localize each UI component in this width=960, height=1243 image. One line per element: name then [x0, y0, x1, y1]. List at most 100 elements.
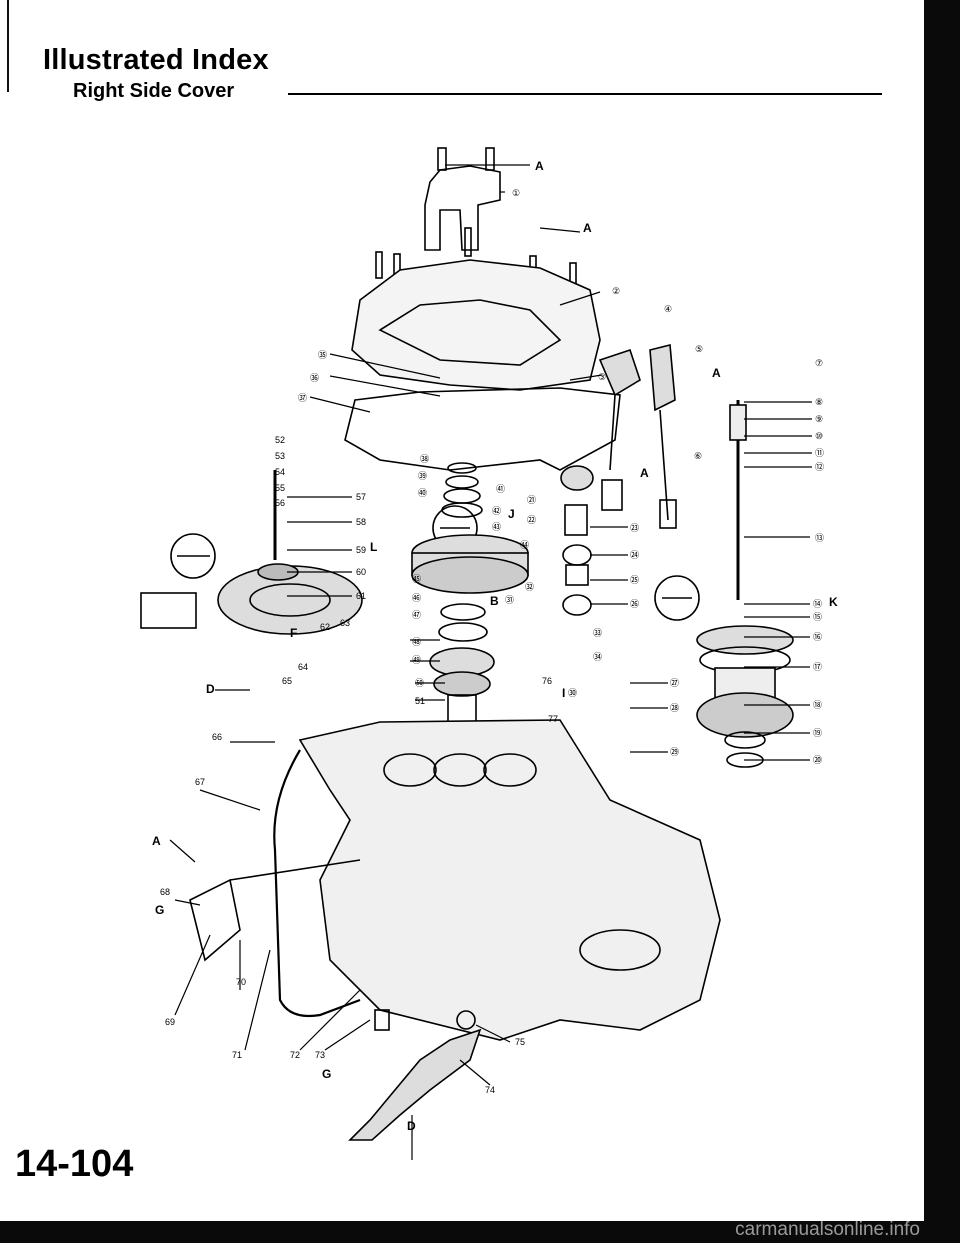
svg-text:I: I	[562, 686, 565, 700]
svg-text:75: 75	[515, 1037, 525, 1047]
svg-text:A: A	[152, 834, 161, 848]
svg-text:㉜: ㉜	[525, 582, 534, 592]
svg-text:56: 56	[275, 498, 285, 508]
left-margin-rule	[7, 0, 9, 92]
svg-text:D: D	[407, 1119, 416, 1133]
svg-text:㉓: ㉓	[630, 523, 639, 533]
svg-text:㉗: ㉗	[670, 678, 679, 688]
svg-text:㊱: ㊱	[310, 373, 319, 383]
svg-text:G: G	[155, 903, 164, 917]
svg-text:66: 66	[212, 732, 222, 742]
svg-text:63: 63	[340, 618, 350, 628]
svg-text:㉘: ㉘	[670, 703, 679, 713]
svg-text:59: 59	[356, 545, 366, 555]
svg-text:㉕: ㉕	[630, 575, 639, 585]
section-subtitle: Right Side Cover	[73, 80, 235, 102]
clip-detail-right	[654, 575, 700, 621]
svg-text:52: 52	[275, 435, 285, 445]
leader-lines	[169, 164, 812, 1160]
sensor-left	[598, 348, 641, 397]
subtitle-rule	[288, 93, 882, 95]
right-gear-lower	[696, 692, 794, 738]
svg-text:L: L	[370, 540, 377, 554]
svg-text:⑫: ⑫	[815, 462, 824, 472]
reference-letters: AAA AA BDD FGG IJK L	[152, 159, 838, 1133]
svg-text:77: 77	[548, 714, 558, 724]
svg-text:72: 72	[290, 1050, 300, 1060]
svg-text:⑥: ⑥	[694, 451, 702, 461]
svg-text:㉚: ㉚	[568, 688, 577, 698]
svg-text:⑱: ⑱	[813, 700, 822, 710]
svg-text:㉛: ㉛	[505, 595, 514, 605]
watermark: carmanualsonline.info	[735, 1219, 920, 1240]
svg-text:③: ③	[598, 372, 606, 382]
svg-text:62: 62	[320, 622, 330, 632]
svg-text:51: 51	[415, 696, 425, 706]
svg-text:㊵: ㊵	[418, 488, 427, 498]
svg-text:68: 68	[160, 887, 170, 897]
svg-text:⑭: ⑭	[813, 599, 822, 609]
svg-text:D: D	[206, 682, 215, 696]
svg-text:⑩: ⑩	[815, 431, 823, 441]
svg-text:⑪: ⑪	[815, 448, 824, 458]
svg-text:A: A	[535, 159, 544, 173]
svg-text:74: 74	[485, 1085, 495, 1095]
svg-text:58: 58	[356, 517, 366, 527]
svg-text:69: 69	[165, 1017, 175, 1027]
top-bracket	[424, 165, 501, 251]
svg-text:57: 57	[356, 492, 366, 502]
svg-text:㊲: ㊲	[298, 393, 307, 403]
svg-text:A: A	[640, 466, 649, 480]
clip-detail-left	[170, 533, 216, 579]
transmission-case	[298, 719, 721, 1041]
right-gear-upper	[696, 625, 794, 655]
svg-text:㉔: ㉔	[630, 550, 639, 560]
svg-text:⑯: ⑯	[813, 632, 822, 642]
svg-text:70: 70	[236, 977, 246, 987]
svg-text:㉖: ㉖	[630, 599, 639, 609]
cooler-pipe	[273, 749, 361, 1018]
svg-text:73: 73	[315, 1050, 325, 1060]
svg-text:㉑: ㉑	[527, 495, 536, 505]
svg-text:㊾: ㊾	[412, 655, 421, 665]
svg-text:①: ①	[512, 188, 520, 198]
svg-text:⑰: ⑰	[813, 662, 822, 672]
svg-text:㊷: ㊷	[492, 506, 501, 516]
right-edge-bar	[924, 0, 960, 1243]
gasket	[344, 387, 621, 471]
svg-text:㉙: ㉙	[670, 747, 679, 757]
svg-text:㉟: ㉟	[318, 350, 327, 360]
svg-text:⑨: ⑨	[815, 414, 823, 424]
svg-text:B: B	[490, 594, 499, 608]
svg-text:J: J	[508, 507, 515, 521]
svg-text:⑦: ⑦	[815, 358, 823, 368]
svg-text:②: ②	[612, 286, 620, 296]
svg-text:㊽: ㊽	[412, 637, 421, 647]
sensor-right	[649, 343, 676, 412]
svg-text:K: K	[829, 595, 838, 609]
svg-text:55: 55	[275, 483, 285, 493]
svg-text:⑤: ⑤	[695, 344, 703, 354]
right-side-cover	[351, 259, 601, 391]
svg-text:G: G	[322, 1067, 331, 1081]
svg-text:61: 61	[356, 591, 366, 601]
svg-text:㊸: ㊸	[492, 522, 501, 532]
svg-text:㊼: ㊼	[412, 610, 421, 620]
page-number: 14-104	[15, 1143, 134, 1185]
svg-text:60: 60	[356, 567, 366, 577]
svg-text:A: A	[712, 366, 721, 380]
svg-text:㉒: ㉒	[527, 515, 536, 525]
svg-text:㉞: ㉞	[593, 652, 602, 662]
svg-text:㊴: ㊴	[418, 471, 427, 481]
svg-text:⑮: ⑮	[813, 612, 822, 622]
svg-text:④: ④	[664, 304, 672, 314]
svg-text:76: 76	[542, 676, 552, 686]
svg-text:㊹: ㊹	[520, 540, 529, 550]
svg-text:A: A	[583, 221, 592, 235]
svg-text:53: 53	[275, 451, 285, 461]
svg-text:64: 64	[298, 662, 308, 672]
svg-text:54: 54	[275, 467, 285, 477]
svg-text:㉝: ㉝	[593, 628, 602, 638]
